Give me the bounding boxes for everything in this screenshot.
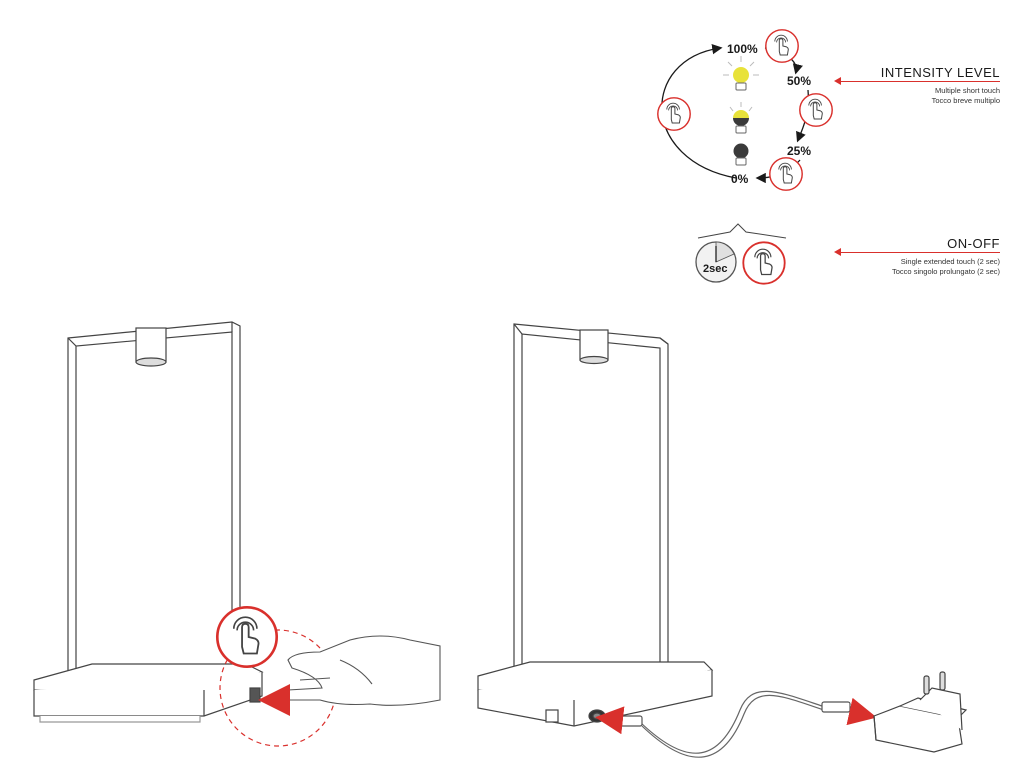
intensity-pointer-line: [840, 81, 1000, 82]
touch-icon: [657, 97, 691, 131]
level-50-label: 50%: [787, 74, 812, 88]
timer-label: 2sec: [703, 263, 728, 275]
bulb-icon: [723, 56, 759, 91]
touch-icon: [742, 241, 786, 285]
table-lamp-right: [477, 323, 714, 727]
intensity-desc-en: Multiple short touch: [934, 86, 1000, 95]
timer-icon: [695, 241, 737, 283]
onoff-desc-it: Tocco singolo prolungato (2 sec): [892, 267, 1000, 276]
onoff-pointer-arrow: [834, 248, 841, 256]
onoff-desc-en: Single extended touch (2 sec): [900, 257, 1000, 266]
intensity-desc-it: Tocco breve multiplo: [931, 96, 1000, 105]
touch-icon: [799, 93, 833, 127]
intensity-pointer-arrow: [834, 77, 841, 85]
power-plug-icon: [873, 671, 968, 753]
bulb-icon: [729, 102, 753, 134]
onoff-pointer-line: [840, 252, 1000, 253]
table-lamp-left: [33, 321, 264, 723]
touch-icon: [769, 157, 803, 191]
hand-icon: [284, 635, 441, 706]
level-0-label: 0%: [731, 172, 749, 186]
onoff-group: [697, 223, 787, 239]
intensity-title: INTENSITY LEVEL: [880, 65, 1000, 80]
plug-arrow: [595, 706, 625, 735]
level-100-label: 100%: [727, 42, 758, 56]
bulb-icon: [733, 143, 749, 166]
touch-icon: [215, 605, 279, 669]
adapter-arrow: [846, 697, 877, 726]
onoff-title: ON-OFF: [947, 236, 1000, 251]
level-25-label: 25%: [787, 144, 812, 158]
touch-icon: [765, 29, 799, 63]
